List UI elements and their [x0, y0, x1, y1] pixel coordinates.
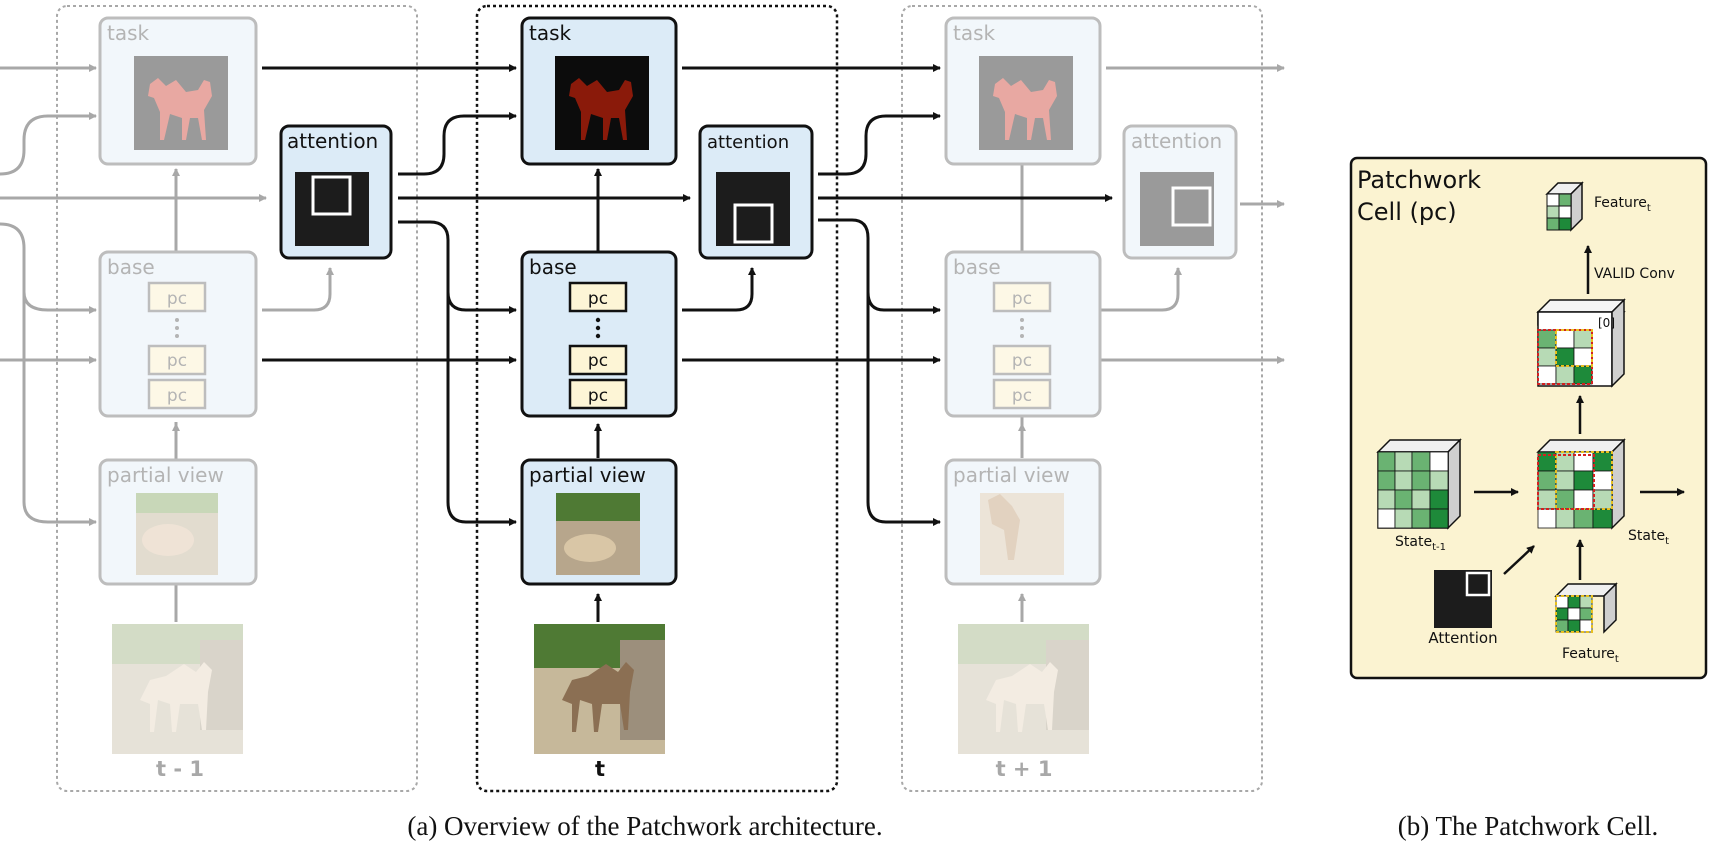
attention-window-t [733, 203, 774, 244]
pc-box-3-t-minus-1 [147, 378, 207, 410]
base-label-t-minus-1: base [107, 255, 155, 279]
cell-attention-label: Attention [1428, 629, 1497, 647]
base-box-t-minus-1 [98, 250, 258, 418]
column-t-plus-1: task attention base pc pc pc partial vie… [944, 16, 1238, 781]
pc-box-3-t [568, 378, 628, 410]
attention-map-t-minus-1 [295, 172, 369, 246]
pc-label-1-t-plus-1: pc [1012, 289, 1032, 309]
timestep-t-minus-1: t - 1 [156, 757, 204, 781]
pc-box-1-t-plus-1 [992, 281, 1052, 313]
pc-box-1-t-minus-1 [147, 281, 207, 313]
caption-b: (b) The Patchwork Cell. [1398, 811, 1658, 841]
feature-input-cube [1554, 582, 1618, 634]
pc-label-3-t-plus-1: pc [1012, 386, 1032, 406]
base-box-t [520, 250, 678, 418]
partial-view-label-t: partial view [529, 463, 646, 487]
state-prev-label: Statet-1 [1395, 534, 1446, 553]
attention-map-t-plus-1 [1140, 172, 1214, 246]
pc-label-2-t-minus-1: pc [167, 351, 187, 371]
state-prev-cube [1376, 438, 1462, 530]
valid-conv-label: VALID Conv [1594, 266, 1675, 282]
pc-box-3-t-plus-1 [992, 378, 1052, 410]
attention-map-t [716, 172, 790, 246]
black-arrows [262, 64, 1113, 622]
feature-output-label: Featuret [1594, 195, 1651, 214]
cell-attention-map [1434, 570, 1492, 628]
pc-label-2-t-plus-1: pc [1012, 351, 1032, 371]
pc-label-3-t-minus-1: pc [167, 386, 187, 406]
base-box-t-plus-1 [944, 250, 1102, 418]
partial-view-label-t-plus-1: partial view [953, 463, 1070, 487]
selected-patch-cube [1536, 298, 1626, 388]
camel-silhouette [569, 78, 633, 140]
zero-index-label: [0] [1598, 316, 1615, 330]
timestep-t-plus-1: t + 1 [996, 757, 1053, 781]
feature-output-cube [1545, 181, 1584, 232]
camel-silhouette-faded [148, 78, 212, 140]
feature-input-label: Featuret [1562, 646, 1619, 665]
attention-label-t: attention [707, 132, 789, 153]
cell-attention-window [1465, 571, 1491, 597]
pc-label-2-t: pc [588, 351, 608, 371]
attention-window-t-plus-1 [1171, 186, 1212, 227]
base-label-t-plus-1: base [953, 255, 1001, 279]
pc-label-3-t: pc [588, 386, 608, 406]
cell-title-line-1: Patchwork [1357, 166, 1481, 194]
gray-arrows-left [0, 64, 516, 622]
timestep-t: t [595, 757, 605, 781]
task-label-t-minus-1: task [107, 21, 150, 45]
cell-panel-background [1349, 156, 1708, 680]
column-t-minus-1: task attention base pc pc pc partial vie… [98, 16, 393, 781]
pc-label-1-t-minus-1: pc [167, 289, 187, 309]
caption-a: (a) Overview of the Patchwork architectu… [407, 811, 882, 841]
attention-label-t-plus-1: attention [1131, 129, 1222, 153]
pc-label-1-t: pc [588, 289, 608, 309]
column-t: task attention base pc pc pc partial vie… [520, 16, 814, 781]
patchwork-cell-panel: Patchwork Cell (pc) Featuret VALID Conv [1349, 156, 1708, 680]
attention-window-t-minus-1 [311, 175, 352, 216]
frame-t [475, 4, 839, 793]
state-curr-cube [1536, 438, 1626, 530]
pc-box-2-t-plus-1 [992, 344, 1052, 376]
partial-view-label-t-minus-1: partial view [107, 463, 224, 487]
task-label-t: task [529, 21, 572, 45]
frame-t-plus-1 [901, 5, 1263, 792]
state-curr-label: Statet [1628, 528, 1669, 547]
attention-label-t-minus-1: attention [287, 129, 378, 153]
cell-title-line-2: Cell (pc) [1357, 198, 1457, 226]
camel-silhouette-faded-2 [993, 78, 1057, 140]
task-label-t-plus-1: task [953, 21, 996, 45]
pc-box-2-t [568, 344, 628, 376]
pc-box-1-t [568, 281, 628, 313]
base-label-t: base [529, 255, 577, 279]
frame-t-minus-1 [56, 5, 418, 792]
pc-box-2-t-minus-1 [147, 344, 207, 376]
